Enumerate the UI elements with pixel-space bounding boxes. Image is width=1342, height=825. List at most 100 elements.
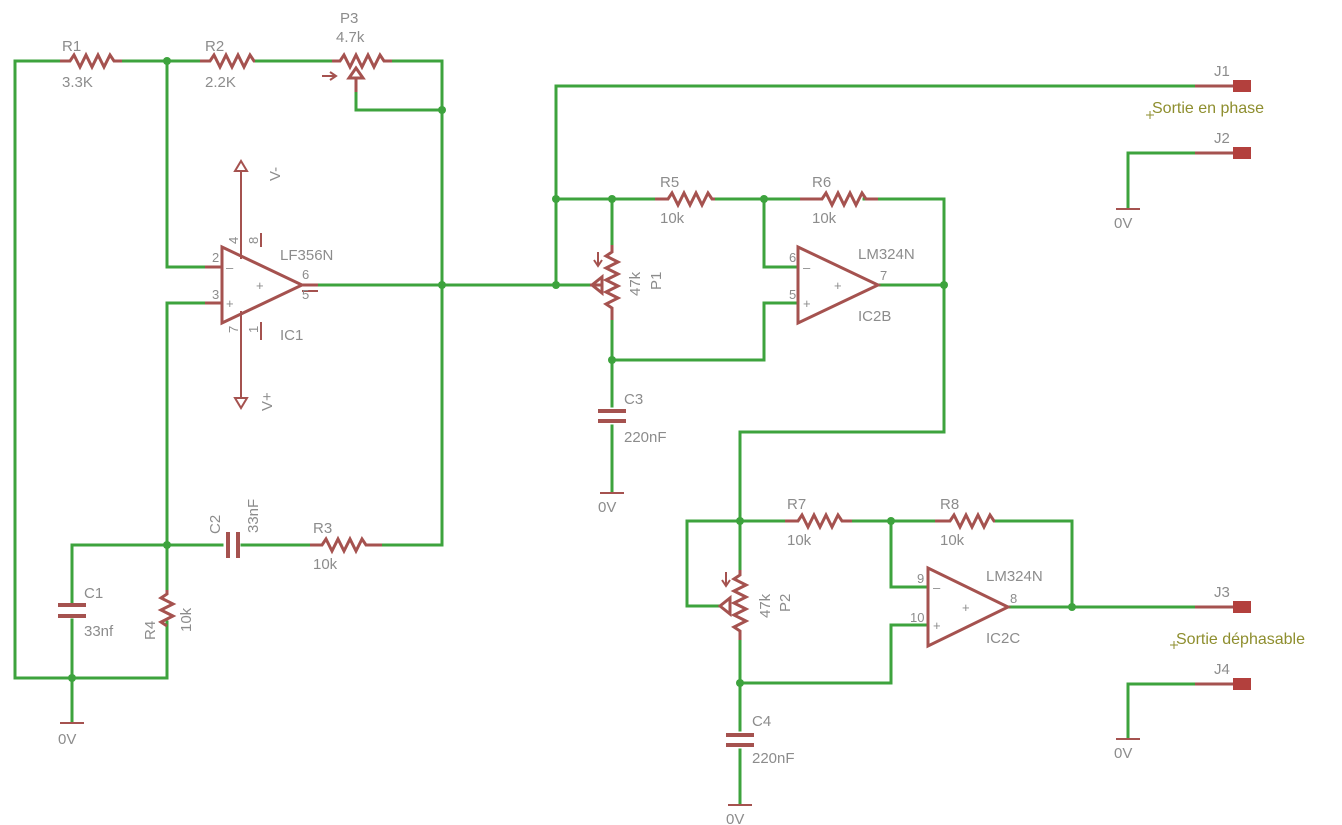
ground-3-label: 0V — [726, 811, 744, 825]
supply-vpos: V+ — [233, 340, 276, 411]
ic2c-value: LM324N — [986, 568, 1043, 585]
connector-j4: J4 — [1195, 661, 1251, 690]
connector-j1: J1 — [1195, 63, 1251, 92]
net-label-in-phase: Sortie en phase — [1146, 100, 1264, 119]
opamp-ic2c: – + + 9 10 8 LM324N IC2C — [910, 565, 1043, 649]
ground-5-label: 0V — [1114, 745, 1132, 762]
r5-value: 10k — [660, 210, 685, 227]
r3-value: 10k — [313, 556, 338, 573]
capacitor-c4: C4 220nF — [726, 713, 795, 767]
c3-value: 220nF — [624, 429, 667, 446]
r2-name: R2 — [205, 38, 224, 55]
r4-name: R4 — [142, 621, 159, 640]
potentiometer-p1: 47k P1 — [589, 245, 665, 320]
ic2b-pin-6: 6 — [789, 250, 796, 265]
p2-value: 47k — [757, 593, 774, 618]
c4-value: 220nF — [752, 750, 795, 767]
ic1-value: LF356N — [280, 247, 333, 264]
net-label-phase-shift-text: Sortie déphasable — [1176, 631, 1305, 648]
r7-name: R7 — [787, 496, 806, 513]
ic1-pin-7: 7 — [226, 326, 241, 333]
ic1-pin-2: 2 — [212, 250, 219, 265]
resistor-r4: R4 10k — [142, 590, 195, 640]
r3-name: R3 — [313, 520, 332, 537]
ground-1-label: 0V — [58, 731, 76, 748]
ground-4-label: 0V — [1114, 215, 1132, 232]
vneg-label: V- — [267, 167, 284, 181]
ic2b-name: IC2B — [858, 308, 891, 325]
ic1-pin-8: 8 — [246, 237, 261, 244]
r6-name: R6 — [812, 174, 831, 191]
ic1-pin-3: 3 — [212, 287, 219, 302]
capacitor-c1: C1 33nf — [58, 543, 114, 640]
r6-value: 10k — [812, 210, 837, 227]
svg-text:–: – — [226, 260, 234, 275]
c1-value: 33nf — [84, 623, 114, 640]
ic2c-name: IC2C — [986, 630, 1020, 647]
junction-dots — [68, 57, 1076, 687]
resistor-r1: R1 3.3K — [60, 38, 122, 91]
ground-3: 0V — [726, 804, 752, 825]
c1-name: C1 — [84, 585, 103, 602]
wires — [13, 59, 1197, 806]
r5-name: R5 — [660, 174, 679, 191]
svg-text:+: + — [962, 600, 970, 615]
resistor-r8: R8 10k — [935, 496, 996, 549]
p1-name: P1 — [648, 272, 665, 290]
potentiometer-p3: P3 4.7k — [322, 10, 392, 92]
j2-label: J2 — [1214, 130, 1230, 147]
ground-5: 0V — [1114, 738, 1140, 762]
ic1-pin-4: 4 — [226, 237, 241, 244]
ground-4: 0V — [1114, 208, 1140, 232]
p3-value: 4.7k — [336, 29, 365, 46]
vpos-label: V+ — [259, 392, 276, 411]
ic1-pin-6: 6 — [302, 267, 309, 282]
supply-vneg: V- — [233, 159, 284, 233]
svg-text:+: + — [834, 278, 842, 293]
net-label-in-phase-text: Sortie en phase — [1152, 100, 1264, 117]
capacitor-c2: C2 33nF — [207, 499, 262, 558]
resistor-r2: R2 2.2K — [200, 38, 256, 91]
svg-text:+: + — [256, 278, 264, 293]
r8-value: 10k — [940, 532, 965, 549]
connector-j3: J3 — [1195, 584, 1251, 613]
potentiometer-p2: 47k P2 — [717, 570, 794, 640]
svg-text:+: + — [803, 296, 811, 311]
resistor-r5: R5 10k — [655, 174, 715, 227]
j3-label: J3 — [1214, 584, 1230, 601]
svg-text:+: + — [226, 296, 234, 311]
ground-1: 0V — [58, 722, 84, 748]
opamp-ic1: – + + 2 3 6 4 8 7 1 5 LF356N IC1 — [205, 233, 333, 344]
connector-j2: J2 — [1195, 130, 1251, 159]
capacitor-c3: C3 220nF — [598, 391, 667, 446]
ic2c-pin-9: 9 — [917, 571, 924, 586]
resistor-r6: R6 10k — [800, 174, 878, 227]
c4-name: C4 — [752, 713, 771, 730]
ic1-pin-1: 1 — [246, 326, 261, 333]
opamp-ic2b: – + + 6 5 7 LM324N IC2B — [789, 244, 915, 326]
j1-label: J1 — [1214, 63, 1230, 80]
p1-value: 47k — [627, 271, 644, 296]
ic2c-pin-8: 8 — [1010, 591, 1017, 606]
r7-value: 10k — [787, 532, 812, 549]
ic1-pin-5: 5 — [302, 287, 309, 302]
r2-value: 2.2K — [205, 74, 236, 91]
ic2b-value: LM324N — [858, 246, 915, 263]
r1-name: R1 — [62, 38, 81, 55]
c2-value: 33nF — [245, 499, 262, 533]
r1-value: 3.3K — [62, 74, 93, 91]
svg-text:–: – — [803, 260, 811, 275]
c3-name: C3 — [624, 391, 643, 408]
c2-name: C2 — [207, 515, 224, 534]
r4-value: 10k — [178, 607, 195, 632]
ground-2-label: 0V — [598, 499, 616, 516]
svg-text:–: – — [933, 580, 941, 595]
resistor-r3: R3 10k — [310, 520, 382, 573]
r8-name: R8 — [940, 496, 959, 513]
resistor-r7: R7 10k — [785, 496, 852, 549]
net-label-phase-shift: Sortie déphasable — [1170, 631, 1305, 649]
p3-name: P3 — [340, 10, 358, 27]
j4-label: J4 — [1214, 661, 1230, 678]
ic1-name: IC1 — [280, 327, 303, 344]
